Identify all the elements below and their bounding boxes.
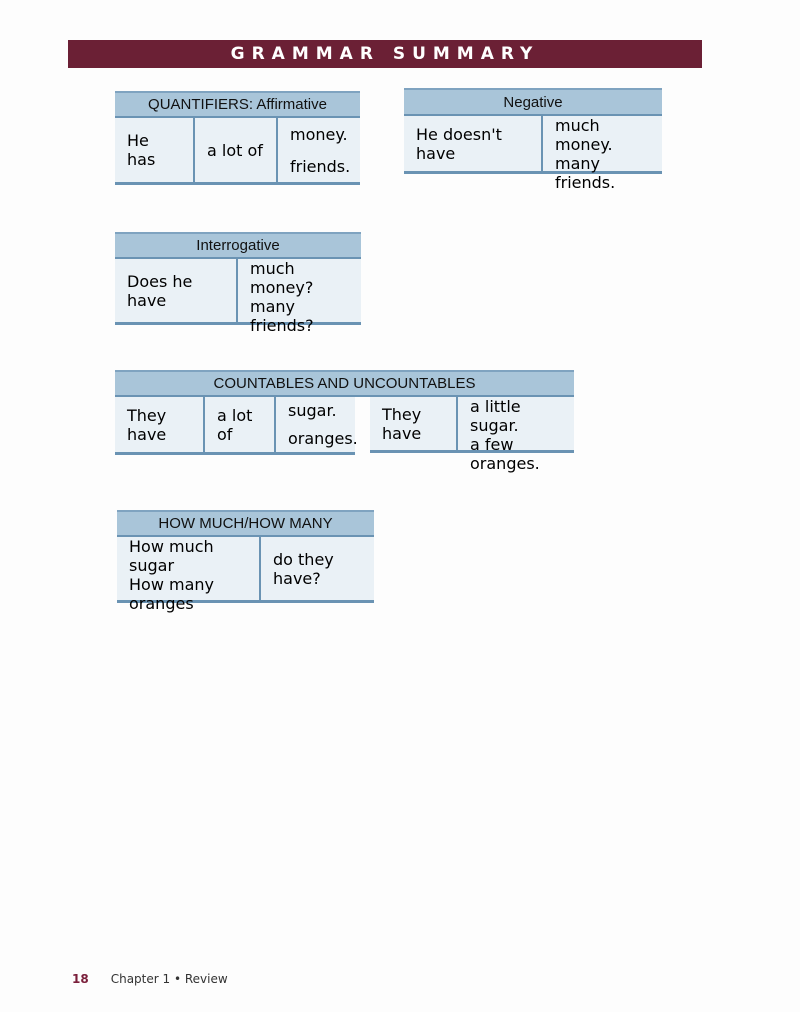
phrase: many friends? xyxy=(250,297,314,335)
subject-cell: He has xyxy=(115,118,195,182)
subject: He doesn't have xyxy=(416,124,502,163)
subject-cell: They have xyxy=(370,397,458,450)
subject-cell: They have xyxy=(115,397,205,452)
negative-header: Negative xyxy=(404,88,662,116)
grammar-summary-banner: GRAMMAR SUMMARY xyxy=(68,40,702,68)
noun: friends. xyxy=(290,156,351,176)
subject: They have xyxy=(127,405,167,444)
phrases-cell: much money?many friends? xyxy=(238,259,361,335)
subject-cell: Does he have xyxy=(115,259,238,322)
affirmative-table: He has a lot of money. friends. xyxy=(115,118,360,185)
phrase: a little sugar. xyxy=(470,397,521,435)
phrase: many friends. xyxy=(555,154,616,192)
nouns-cell: money. friends. xyxy=(278,118,360,182)
negative-table: He doesn't have much money.many friends. xyxy=(404,116,662,192)
ending-cell: do they have? xyxy=(261,537,374,600)
noun: oranges. xyxy=(288,428,358,448)
quantifier-cell: a lot of xyxy=(195,118,278,182)
nouns-cell: sugar. oranges. xyxy=(276,397,358,452)
phrase: much money? xyxy=(250,259,314,297)
interrogative-header: Interrogative xyxy=(115,232,361,259)
quantifier: a lot of xyxy=(207,140,263,160)
noun: money. xyxy=(290,124,348,144)
phrase: a few oranges. xyxy=(470,435,540,473)
subject-cell: He doesn't have xyxy=(404,116,543,171)
question: How many oranges xyxy=(129,575,214,613)
subject: He has xyxy=(127,131,156,169)
affirmative-header: QUANTIFIERS: Affirmative xyxy=(115,91,360,118)
countables-right-table: They have a little sugar.a few oranges. xyxy=(370,397,574,473)
subject: Does he have xyxy=(127,271,193,310)
noun: sugar. xyxy=(288,401,337,421)
chapter-label: Chapter 1 • Review xyxy=(110,972,228,986)
quantifier-cell: a lot of xyxy=(205,397,276,452)
page-footer: 18 Chapter 1 • Review xyxy=(72,972,228,986)
howmuch-header: HOW MUCH/HOW MANY xyxy=(117,510,374,537)
phrases-cell: a little sugar.a few oranges. xyxy=(458,397,574,473)
interrogative-table: Does he have much money?many friends? xyxy=(115,259,361,335)
subject: They have xyxy=(382,404,422,443)
phrases-cell: much money.many friends. xyxy=(543,116,662,192)
quantifier: a lot of xyxy=(217,405,253,444)
countables-header: COUNTABLES AND UNCOUNTABLES xyxy=(115,370,574,397)
page-number: 18 xyxy=(72,972,89,986)
phrase: much money. xyxy=(555,116,613,154)
ending: do they have? xyxy=(273,549,334,588)
countables-left-table: They have a lot of sugar. oranges. xyxy=(115,397,358,455)
question: How much sugar xyxy=(129,537,214,575)
